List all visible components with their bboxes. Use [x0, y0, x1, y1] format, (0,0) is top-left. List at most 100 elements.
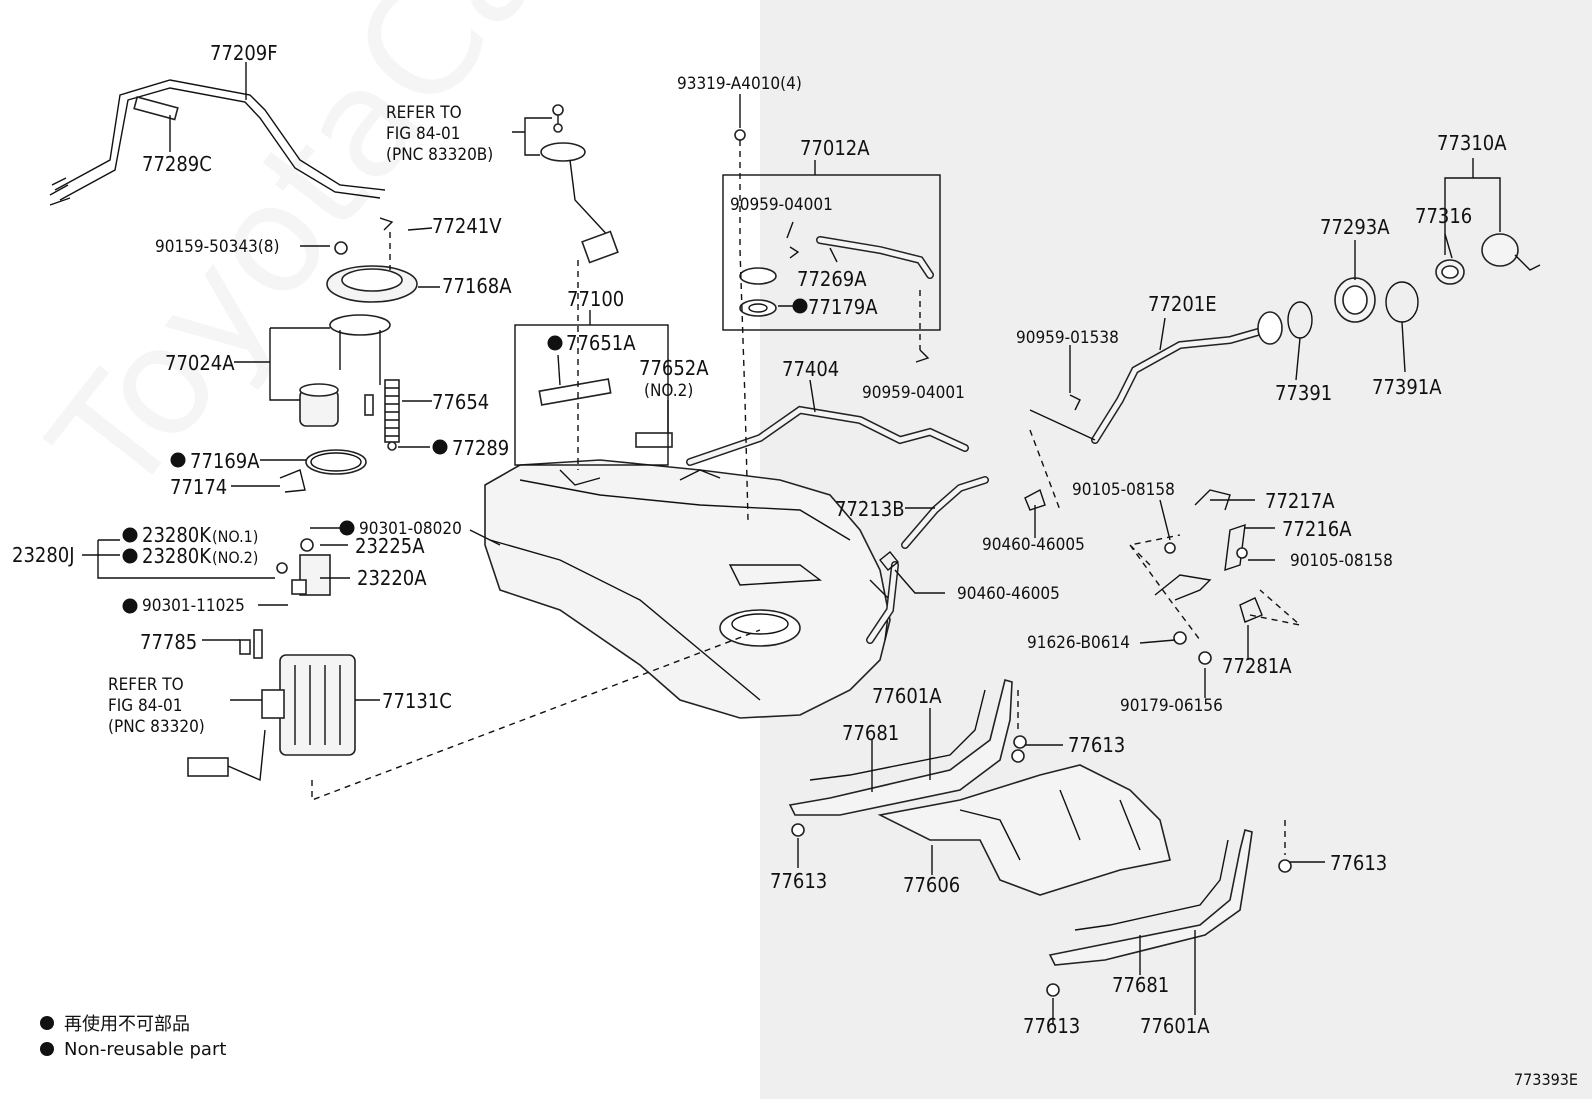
label-77289: 77289 [452, 436, 509, 460]
label-90959-01538: 90959-01538 [1016, 328, 1119, 348]
bolt-90105-b [1236, 547, 1248, 559]
leader-lines [82, 62, 1501, 1025]
label-77024A: 77024A [165, 351, 235, 375]
bullet-icon [40, 1016, 54, 1030]
label-77293A: 77293A [1320, 215, 1390, 239]
grommet-77293A [1334, 277, 1376, 323]
legend-text-jp: 再使用不可部品 [64, 1014, 190, 1035]
ring-77391 [1287, 301, 1313, 339]
hose-77213B [901, 476, 989, 549]
bolt-90159 [334, 241, 348, 255]
label-77012A: 77012A [800, 136, 870, 160]
strap-77601A-upper [788, 679, 1027, 837]
label-77652A: 77652A [639, 356, 709, 380]
pump-23220A [276, 538, 331, 596]
protector-77606 [877, 764, 1171, 896]
washer-77289 [387, 441, 397, 451]
wire-harness-77209F [49, 79, 386, 206]
label-23220A: 23220A [357, 566, 427, 590]
nut-90179 [1198, 651, 1212, 665]
gasket-77169A [305, 449, 367, 475]
label-77310A: 77310A [1437, 131, 1507, 155]
figure-code: 773393E [1513, 1070, 1578, 1089]
non-reusable-markers [122, 298, 808, 614]
label-90179: 90179-06156 [1120, 696, 1223, 716]
hose-77404 [686, 405, 969, 466]
retainer-ring-77168A [326, 265, 418, 303]
background-panel [760, 0, 1592, 1099]
label-77169A: 77169A [190, 449, 260, 473]
label-refer1-line1: REFER TO [386, 103, 462, 123]
spring-77654 [384, 379, 400, 443]
label-90301-11025: 90301-11025 [142, 596, 245, 616]
label-90959-04001-lower: 90959-04001 [862, 383, 965, 403]
label-77281A: 77281A [1222, 654, 1292, 678]
label-77785: 77785 [140, 630, 197, 654]
label-90105-08158-upper: 90105-08158 [1072, 480, 1175, 500]
legend-text-en: Non-reusable part [64, 1038, 227, 1060]
part-77785 [239, 639, 251, 655]
label-77131C: 77131C [382, 689, 452, 713]
label-77241V: 77241V [432, 214, 502, 238]
pump-housing-77131C [187, 654, 356, 782]
clamp-90460-a [1024, 488, 1046, 511]
strap-77601A-lower [1011, 749, 1292, 997]
label-91626: 91626-B0614 [1027, 633, 1130, 653]
vent-hose-77269A [739, 236, 934, 317]
legend-row-jp: 再使用不可部品 [40, 1010, 226, 1036]
label-23280K-no2-sub: (NO.2) [212, 548, 258, 567]
dashed-alignment-lines [311, 140, 1303, 855]
label-77213B: 77213B [835, 497, 905, 521]
fuel-tank [469, 459, 891, 719]
bullet-icon [40, 1042, 54, 1056]
label-77606: 77606 [903, 873, 960, 897]
label-77179A: 77179A [808, 295, 878, 319]
label-90460-46005-upper: 90460-46005 [982, 535, 1085, 555]
label-77681-lower: 77681 [1112, 973, 1169, 997]
label-77391: 77391 [1275, 381, 1332, 405]
label-77601A-lower: 77601A [1140, 1014, 1210, 1038]
label-23280J: 23280J [12, 543, 75, 567]
label-77100: 77100 [567, 287, 624, 311]
label-90105-08158-lower: 90105-08158 [1290, 551, 1393, 571]
pad-77651A [538, 378, 612, 406]
label-77613-upper-right: 77613 [1068, 733, 1125, 757]
part-77281A [1239, 597, 1263, 623]
label-77217A: 77217A [1265, 489, 1335, 513]
label-77601A-upper: 77601A [872, 684, 942, 708]
label-77613-left: 77613 [770, 869, 827, 893]
label-77216A: 77216A [1282, 517, 1352, 541]
bracket-77217A [1194, 489, 1231, 511]
label-77652A-sub: (NO.2) [644, 381, 693, 401]
part-labels: 77209F 77289C REFER TO FIG 84-01 (PNC 83… [12, 41, 1507, 1038]
label-23280K-no1-sub: (NO.1) [212, 527, 258, 546]
bolt-90105-a [1164, 542, 1176, 554]
label-77269A: 77269A [797, 267, 867, 291]
clip-90959-01538 [1069, 394, 1081, 411]
gasket-77316 [1435, 259, 1465, 285]
clip-90959-04001 [915, 349, 930, 363]
clip-77241V [379, 217, 394, 231]
label-90159: 90159-50343(8) [155, 237, 279, 257]
clamp-90460-b [879, 551, 899, 571]
legend: 再使用不可部品 Non-reusable part [40, 1010, 226, 1062]
label-90460-46005-lower: 90460-46005 [957, 584, 1060, 604]
label-77391A: 77391A [1372, 375, 1442, 399]
label-77168A: 77168A [442, 274, 512, 298]
filler-pipe-77201E [1029, 311, 1283, 444]
label-refer1-line3: (PNC 83320B) [386, 145, 493, 165]
ring-77391A [1385, 281, 1419, 323]
label-77201E: 77201E [1148, 292, 1217, 316]
bolt-91626 [1173, 631, 1187, 645]
clamp-77174 [279, 469, 306, 493]
fuel-cap-77310A [1481, 233, 1541, 271]
label-23280K-no1: 23280K [142, 523, 212, 547]
legend-row-en: Non-reusable part [40, 1036, 226, 1062]
bracket-lower [1154, 574, 1212, 601]
label-77289C: 77289C [142, 152, 212, 176]
bracket-77216A [1224, 523, 1246, 572]
label-77613-bottom: 77613 [1023, 1014, 1080, 1038]
label-77654: 77654 [432, 390, 489, 414]
